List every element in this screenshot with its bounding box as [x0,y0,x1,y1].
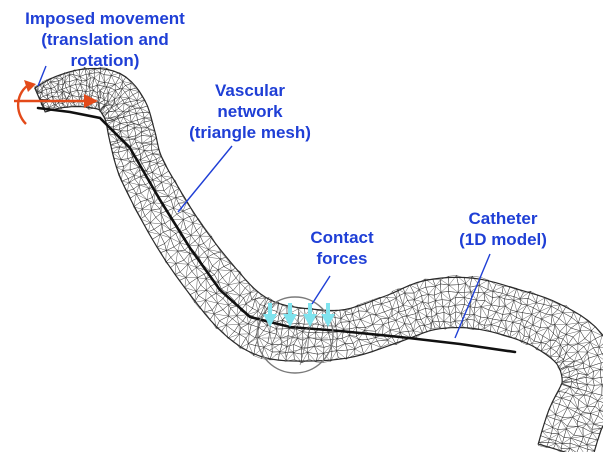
label-imposed-movement: Imposed movement (translation and rotati… [2,8,208,71]
label-line: Catheter [443,208,563,229]
label-line: Imposed movement [2,8,208,29]
contact-force-arrow [303,303,317,327]
label-line: Vascular [170,80,330,101]
label-contact-forces: Contact forces [292,227,392,269]
label-line: network [170,101,330,122]
contact-leader [312,276,330,304]
label-vascular-network: Vascular network (triangle mesh) [170,80,330,143]
label-line: rotation) [2,50,208,71]
label-line: (triangle mesh) [170,122,330,143]
label-line: (translation and [2,29,208,50]
label-catheter: Catheter (1D model) [443,208,563,250]
label-line: (1D model) [443,229,563,250]
vascular-leader [178,146,232,212]
label-line: Contact [292,227,392,248]
label-line: forces [292,248,392,269]
